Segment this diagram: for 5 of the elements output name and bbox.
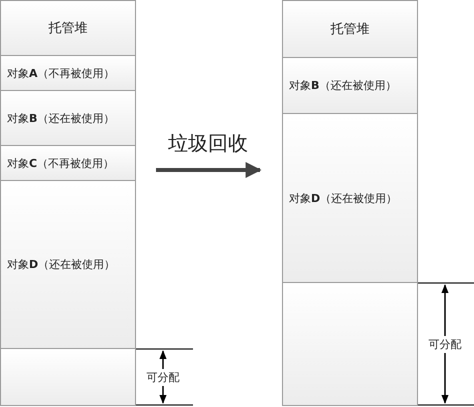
heap-column (0, 0, 136, 406)
dimension-label: 可分配 (428, 336, 462, 353)
dimension-label: 可分配 (146, 369, 180, 386)
arrow (156, 162, 262, 178)
heap-column (282, 0, 418, 406)
